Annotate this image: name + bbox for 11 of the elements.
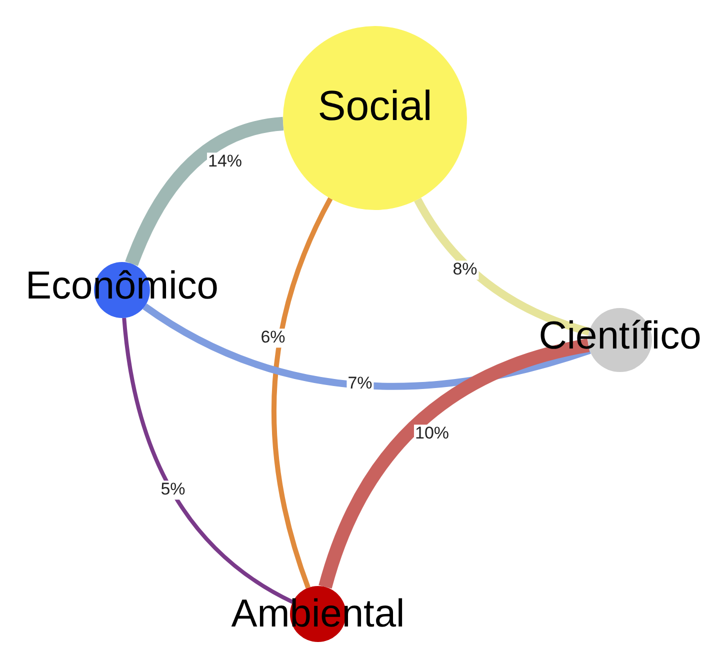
node-label: Científico — [538, 316, 702, 356]
connection-line — [414, 198, 590, 336]
edge-label: 5% — [160, 480, 186, 500]
edge-label: 6% — [260, 328, 286, 348]
node-label: Social — [316, 85, 434, 127]
connection-line — [122, 318, 294, 604]
connection-line — [272, 197, 333, 589]
node-circle — [280, 26, 470, 210]
connection-line — [142, 303, 591, 390]
connection-line — [125, 116, 284, 266]
edge-label: 8% — [452, 260, 478, 280]
